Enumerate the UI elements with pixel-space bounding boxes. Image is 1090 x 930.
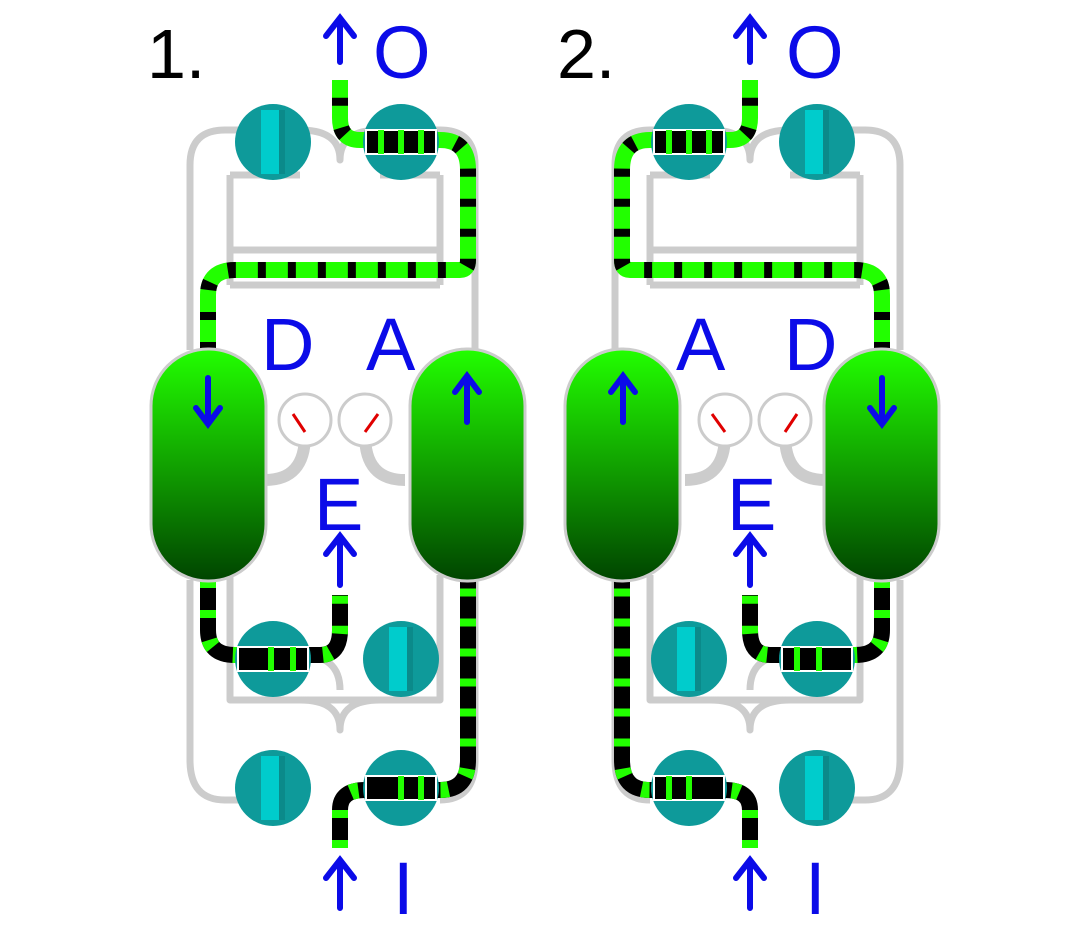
- panel-1-left-tower-label: D: [261, 303, 314, 386]
- valve-open: [779, 621, 855, 697]
- valve-closed: [779, 750, 855, 826]
- arrow-down-icon: [193, 375, 223, 429]
- outlet-arrow-icon: [323, 13, 357, 65]
- pressure-gauge-icon: [697, 392, 753, 448]
- valve-open: [363, 104, 439, 180]
- panel-2-left-tower: [563, 347, 682, 583]
- valve-open: [363, 750, 439, 826]
- panel-1-right-tower-label: A: [366, 303, 416, 386]
- panel-2-right-tower: [822, 347, 941, 583]
- pressure-gauge-icon: [337, 392, 393, 448]
- valve-closed: [235, 750, 311, 826]
- panel-1-valves: [235, 104, 439, 826]
- panel-1-number: 1.: [147, 15, 205, 93]
- panel-2-inlet-label: I: [805, 847, 826, 930]
- panel-1-gauges: [277, 392, 393, 448]
- valve-closed: [651, 621, 727, 697]
- panel-2-outlet-label: O: [786, 11, 844, 94]
- panel-2-right-tower-label: D: [784, 303, 837, 386]
- exhaust-arrow-icon: [323, 531, 357, 588]
- panel-2-valves: [651, 104, 855, 826]
- arrow-up-icon: [452, 371, 482, 425]
- panel-1-inlet-label: I: [393, 847, 414, 930]
- panel-2-gauges: [697, 392, 813, 448]
- panel-2: 2. O A D E I: [557, 11, 941, 930]
- valve-open: [651, 104, 727, 180]
- valve-open: [235, 621, 311, 697]
- panel-1-left-tower: [149, 347, 268, 583]
- arrow-up-icon: [608, 371, 638, 425]
- arrow-down-icon: [867, 375, 897, 429]
- valve-closed: [363, 621, 439, 697]
- panel-2-number: 2.: [557, 15, 615, 93]
- exhaust-arrow-icon: [733, 531, 767, 588]
- panel-2-left-tower-label: A: [676, 303, 726, 386]
- panel-2-mirrored-graphics: [563, 13, 941, 911]
- panel-1: 1. O D A E I: [147, 11, 527, 930]
- valve-closed: [235, 104, 311, 180]
- valve-open: [651, 750, 727, 826]
- outlet-arrow-icon: [733, 13, 767, 65]
- panel-1-outlet-label: O: [373, 11, 431, 94]
- inlet-arrow-icon: [323, 855, 357, 911]
- valve-closed: [779, 104, 855, 180]
- panel-1-exhaust-label: E: [314, 463, 363, 546]
- panel-1-right-tower: [408, 347, 527, 583]
- pressure-gauge-icon: [757, 392, 813, 448]
- pressure-gauge-icon: [277, 392, 333, 448]
- panel-2-exhaust-label: E: [727, 463, 776, 546]
- inlet-arrow-icon: [733, 855, 767, 911]
